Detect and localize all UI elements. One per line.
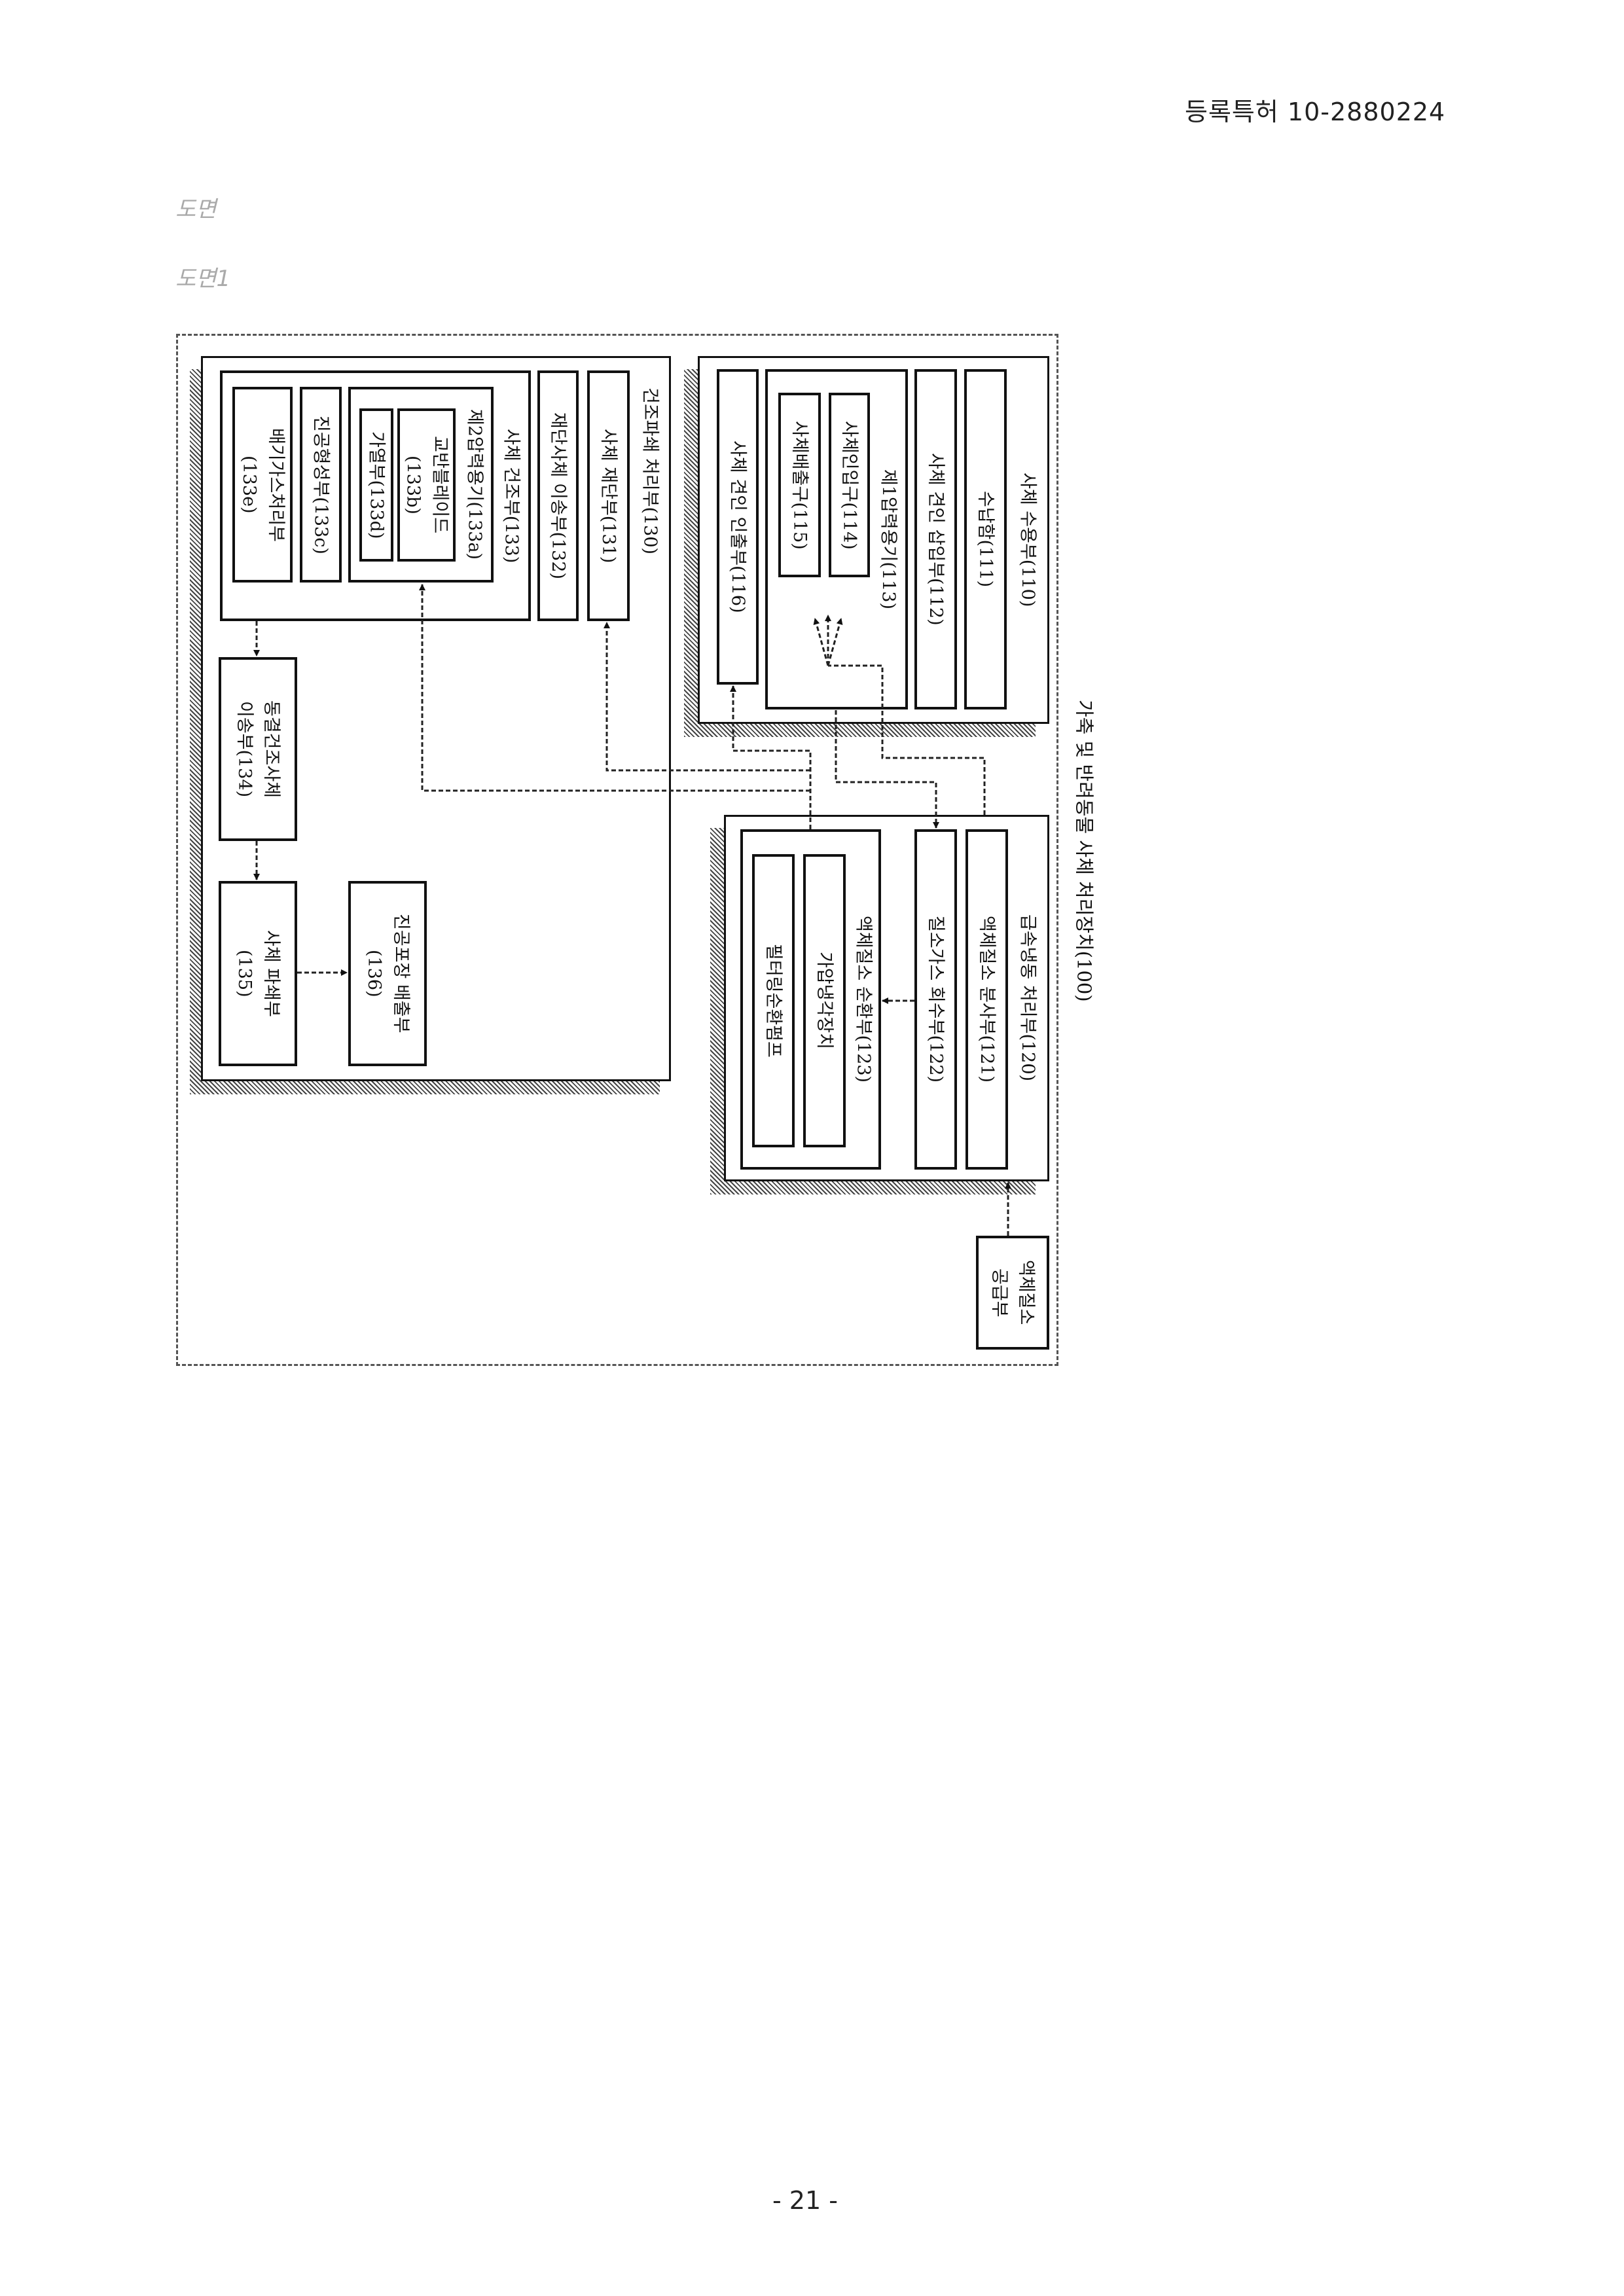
connector-spray-to-vessel1 (828, 666, 984, 815)
spray-fan-arrow (815, 619, 828, 666)
connector-to-cutting (607, 622, 810, 770)
page-number: - 21 - (772, 2186, 838, 2215)
spray-fan-arrow (828, 619, 841, 666)
connector-vessel1-to-recovery (836, 710, 936, 828)
connector-to-vessel2 (422, 584, 810, 791)
connector-to-extraction (733, 686, 810, 829)
